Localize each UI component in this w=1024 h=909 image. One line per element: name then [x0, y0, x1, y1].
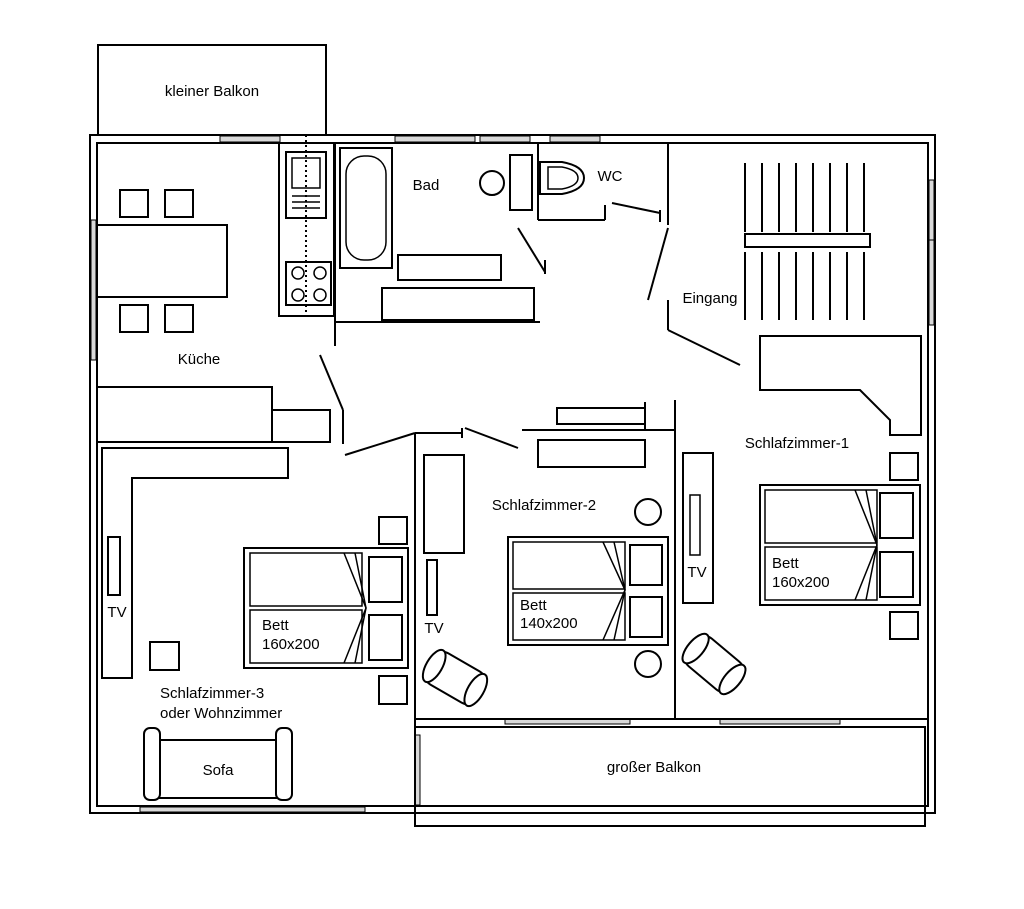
bathtub: [339, 147, 393, 269]
bedroom-3: Schlafzimmer-3 oder Wohnzimmer Bett 160x…: [101, 447, 409, 801]
entrance: Eingang: [682, 163, 871, 320]
outer-walls: [89, 134, 936, 814]
bed-3-label: Bett: [262, 617, 290, 634]
bathroom: Bad: [339, 147, 535, 321]
bathroom-label: Bad: [413, 177, 440, 194]
sofa-icon: [143, 727, 293, 801]
large-balcony: großer Balkon: [414, 726, 926, 827]
small-balcony-label: kleiner Balkon: [165, 83, 259, 100]
corner-shelf: [101, 447, 289, 679]
kitchen: Küche: [96, 135, 335, 443]
chair: [164, 189, 194, 218]
bath-shelf: [397, 254, 502, 281]
bed-3-size: 160x200: [262, 636, 320, 653]
bed-2: [507, 536, 669, 646]
toilet-tank: [509, 154, 533, 211]
desk-2: [537, 439, 646, 468]
dining-table: [96, 224, 228, 298]
bed-1: [759, 484, 921, 606]
side-table: [149, 641, 180, 671]
lamp-icon: [634, 498, 662, 526]
bedroom-1-label: Schlafzimmer-1: [745, 435, 849, 452]
wc-room: WC: [539, 161, 623, 195]
nightstand: [378, 675, 408, 705]
bedroom-3-label: Schlafzimmer-3: [160, 685, 264, 702]
chair: [119, 189, 149, 218]
bed-1-size: 160x200: [772, 574, 830, 591]
sofa-label: Sofa: [203, 762, 235, 779]
large-balcony-label: großer Balkon: [607, 759, 701, 776]
staircase-icon: [744, 163, 871, 320]
bedroom-2-label: Schlafzimmer-2: [492, 497, 596, 514]
nightstand: [889, 611, 919, 640]
bedroom-1: Schlafzimmer-1 Bett 160x200 TV: [681, 335, 922, 696]
bed-2-size: 140x200: [520, 615, 578, 632]
chair: [164, 304, 194, 333]
nightstand: [889, 452, 919, 481]
wardrobe-2: [556, 407, 646, 425]
bed-2-label: Bett: [520, 597, 548, 614]
tv-cabinet: [682, 452, 714, 604]
bedroom-3-sublabel: oder Wohnzimmer: [160, 705, 282, 722]
kitchen-counter-side: [271, 409, 331, 443]
kitchen-counter: [96, 386, 273, 443]
armchair: [681, 632, 747, 696]
bed-3: [243, 547, 409, 669]
washbasin-icon: [479, 170, 505, 196]
bed-1-label: Bett: [772, 555, 800, 572]
shelf-2: [423, 454, 465, 554]
bath-cabinet: [381, 287, 535, 321]
wc-label: WC: [598, 168, 623, 185]
bedroom-2: Schlafzimmer-2 Bett 140x200 TV: [421, 407, 669, 708]
armchair: [421, 648, 489, 708]
tv-label-bedroom-1: TV: [687, 564, 706, 581]
chair: [119, 304, 149, 333]
nightstand: [378, 516, 408, 545]
kitchen-label: Küche: [178, 351, 221, 368]
small-balcony: kleiner Balkon: [97, 44, 327, 136]
lamp-icon: [634, 650, 662, 678]
tv-label-bedroom-3: TV: [107, 604, 126, 621]
tv-label-bedroom-2: TV: [424, 620, 443, 637]
entrance-label: Eingang: [682, 290, 737, 307]
windows: [90, 135, 935, 813]
tv-stand-2: [426, 559, 438, 616]
tv-stand-3: [107, 536, 121, 596]
wardrobe-1: [759, 335, 922, 436]
